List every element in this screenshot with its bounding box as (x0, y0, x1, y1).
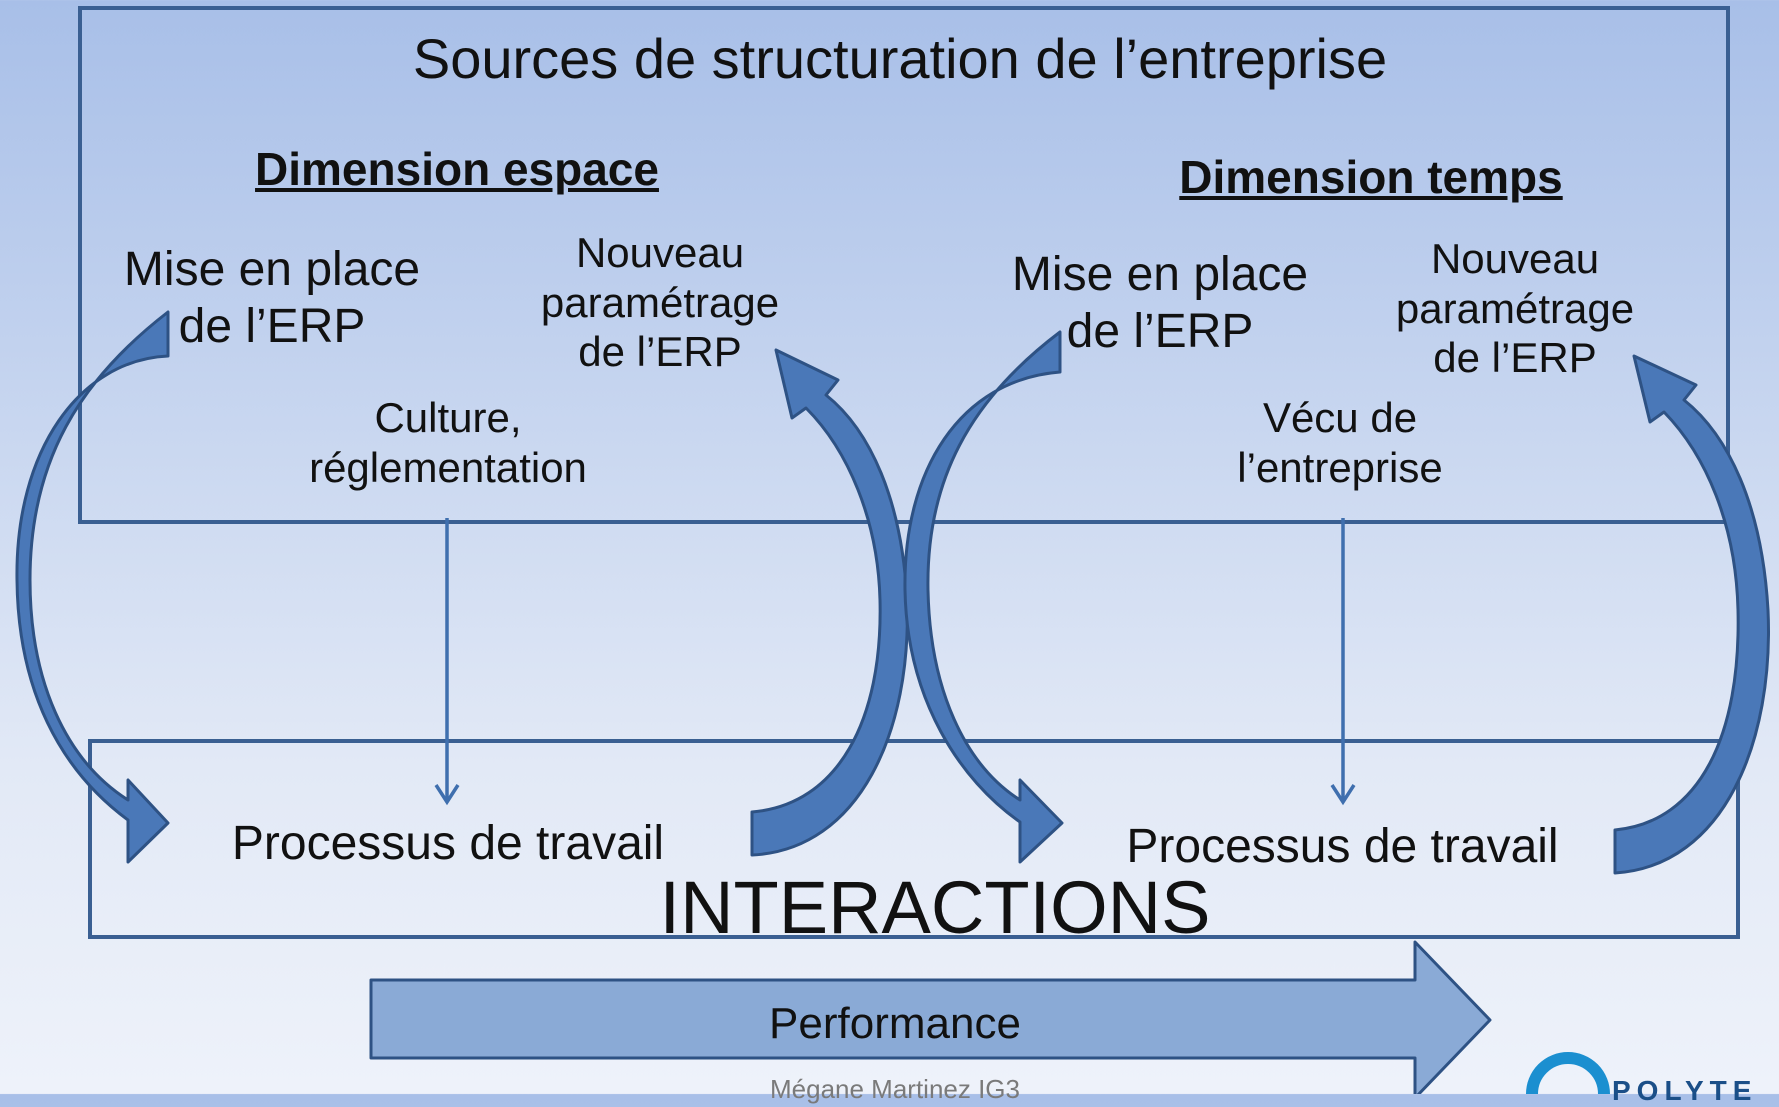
espace-reconfiguration-arrow (750, 348, 909, 857)
logo-text: POLYTE (1612, 1075, 1758, 1106)
dimension-espace-header: Dimension espace (255, 143, 659, 195)
vecu-arrowhead (1330, 784, 1356, 806)
temps-nouveau-line1: Nouveau (1430, 235, 1600, 282)
temps-source-line2: l’entreprise (1237, 443, 1443, 491)
temps-processus-label: Processus de travail (1126, 820, 1559, 873)
espace-mise-en-place-label: Mise en place de l’ERP (102, 242, 442, 355)
temps-implementation-arrow (903, 330, 1064, 864)
espace-source-label: Culture, réglementation (278, 393, 618, 492)
temps-reconfiguration-arrow (1613, 354, 1770, 875)
espace-source-line2: réglementation (309, 443, 587, 491)
espace-implementation-arrow (15, 310, 170, 864)
structuring-sources-box (78, 6, 1730, 524)
footer-author: Mégane Martinez IG3 (769, 1074, 1020, 1104)
temps-nouveau-parametrage-label: Nouveau paramétrage de l’ERP (1365, 234, 1665, 383)
temps-source-label: Vécu de l’entreprise (1190, 393, 1490, 492)
espace-mise-line1: Mise en place (123, 243, 421, 296)
temps-mise-en-place-label: Mise en place de l’ERP (990, 247, 1330, 360)
temps-mise-line1: Mise en place (1011, 248, 1309, 301)
espace-source-line1: Culture, (374, 394, 522, 441)
interactions-label: INTERACTIONS (659, 866, 1211, 949)
diagram-title: Sources de structuration de l’entreprise (412, 27, 1388, 90)
espace-processus-label: Processus de travail (231, 817, 665, 870)
espace-nouveau-line2: paramétrage (540, 278, 780, 326)
espace-nouveau-line1: Nouveau (575, 229, 745, 276)
temps-nouveau-line3: de l’ERP (1433, 334, 1597, 382)
espace-nouveau-line3: de l’ERP (578, 328, 742, 376)
espace-nouveau-parametrage-label: Nouveau paramétrage de l’ERP (510, 228, 810, 377)
temps-mise-line2: de l’ERP (1066, 304, 1254, 358)
logo-ring (1526, 1052, 1610, 1094)
culture-arrowhead (434, 784, 460, 806)
temps-nouveau-line2: paramétrage (1395, 284, 1635, 332)
performance-arrow (369, 940, 1492, 1094)
dimension-temps-header: Dimension temps (1179, 151, 1563, 203)
interactions-box (88, 739, 1740, 939)
performance-label: Performance (769, 999, 1021, 1048)
espace-mise-line2: de l’ERP (178, 299, 366, 353)
temps-source-line1: Vécu de (1262, 394, 1418, 441)
